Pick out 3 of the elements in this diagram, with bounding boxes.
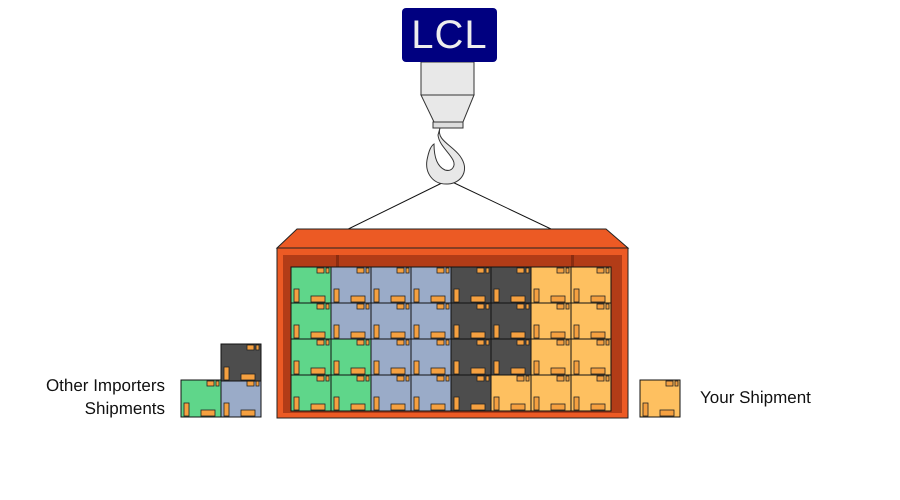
legend-text: Other Importers Shipments (44, 375, 165, 420)
sign-label: LCL (402, 8, 497, 62)
legend-text: Your Shipment (700, 387, 811, 409)
